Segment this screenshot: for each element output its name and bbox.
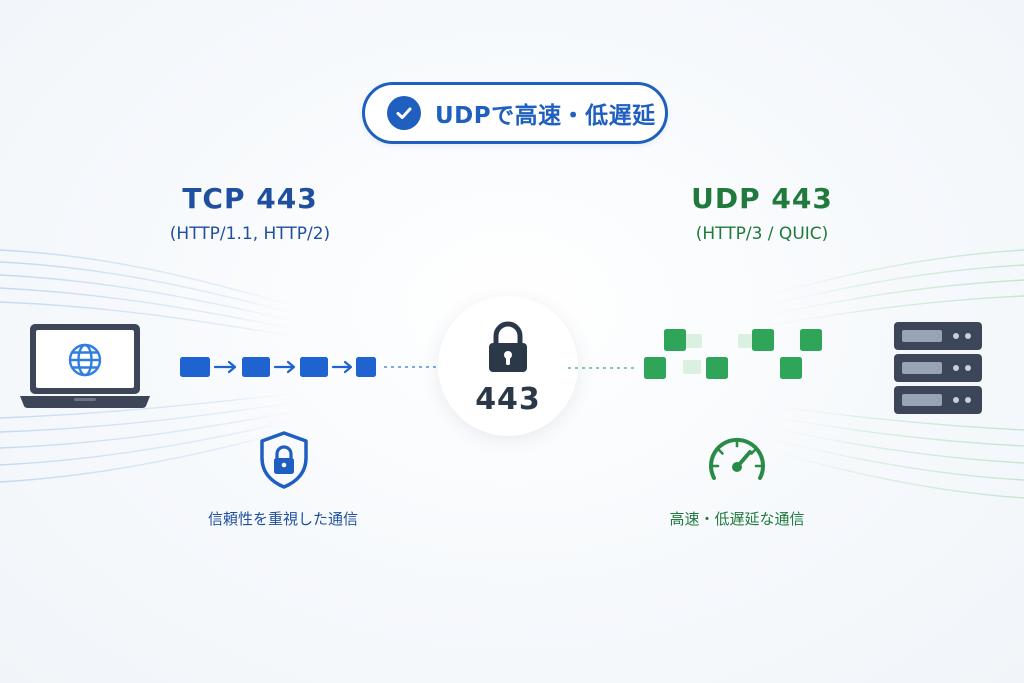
tcp-packet	[242, 357, 270, 377]
udp-packet	[752, 329, 774, 351]
arrow-right-icon	[213, 360, 237, 374]
check-circle-icon	[387, 96, 421, 130]
udp-subtitle: (HTTP/3 / QUIC)	[695, 224, 829, 244]
speedometer-icon	[709, 437, 765, 480]
tcp-packet	[180, 357, 210, 377]
tcp-caption: 信頼性を重視した通信	[207, 510, 358, 528]
udp-packet	[800, 329, 822, 351]
udp-packet	[644, 357, 666, 379]
tcp-packet-flow	[180, 357, 436, 377]
arrow-right-icon	[331, 360, 353, 374]
arrow-right-icon	[273, 360, 296, 374]
tcp-title: TCP 443	[182, 182, 318, 215]
shield-lock-icon	[260, 431, 308, 489]
udp-packet-flow	[568, 329, 822, 379]
udp-packet	[706, 357, 728, 379]
badge-label: UDPで高速・低遅延	[435, 103, 656, 129]
server-icon	[894, 322, 982, 414]
tcp-packet	[356, 357, 376, 377]
udp-packet	[780, 357, 802, 379]
port-number: 443	[475, 382, 541, 417]
lock-icon	[489, 321, 527, 372]
highlight-badge: UDPで高速・低遅延	[362, 82, 668, 144]
udp-title: UDP 443	[691, 182, 833, 215]
udp-packet	[664, 329, 686, 351]
globe-icon	[68, 343, 102, 377]
laptop-globe-icon	[20, 324, 150, 408]
udp-caption: 高速・低遅延な通信	[669, 510, 805, 528]
tcp-subtitle: (HTTP/1.1, HTTP/2)	[169, 224, 331, 244]
tcp-packet	[300, 357, 328, 377]
